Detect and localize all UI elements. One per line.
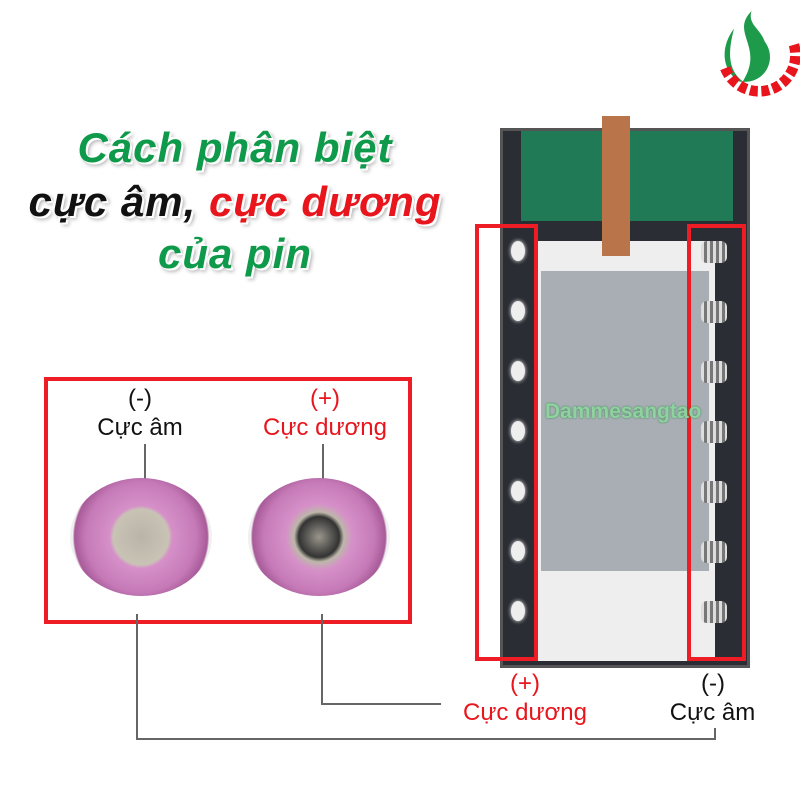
spring-contact [701, 241, 727, 263]
connector-line [714, 728, 716, 739]
connector-line [321, 703, 441, 705]
panel [541, 271, 709, 571]
connector-line [136, 738, 716, 740]
cell-pos-sign: (+) [310, 385, 340, 412]
spring-contact [701, 361, 727, 383]
title-line-2: cực âm, cực dương [0, 178, 470, 226]
flat-contact [511, 601, 525, 621]
bank-neg-sign: (-) [701, 670, 725, 697]
spring-contact [701, 601, 727, 623]
pointer-line [322, 444, 324, 487]
flat-contact [511, 541, 525, 561]
flat-contact [511, 361, 525, 381]
negative-terminal-highlight [687, 224, 746, 661]
spring-contact [701, 301, 727, 323]
positive-terminal-highlight [475, 224, 538, 661]
flat-contact [511, 241, 525, 261]
cell-neg-sign: (-) [128, 385, 152, 412]
spring-contact [701, 421, 727, 443]
flat-contact [511, 421, 525, 441]
power-bank-image [500, 116, 750, 668]
spring-contact [701, 541, 727, 563]
cell-neg-label: Cực âm [97, 414, 183, 441]
connector-line [321, 614, 323, 704]
cell-pos-label: Cực dương [263, 414, 387, 441]
connector-line [136, 614, 138, 739]
spring-contact [701, 481, 727, 503]
flat-contact [511, 301, 525, 321]
title-line-3: của pin [157, 230, 313, 277]
title-negative: cực âm, [28, 178, 197, 225]
battery-positive-end-image [248, 478, 390, 596]
pointer-line [144, 444, 146, 487]
title-line-1: Cách phân biệt [77, 124, 393, 171]
bank-pos-sign: (+) [510, 670, 540, 697]
bank-pos-label: Cực dương [463, 699, 587, 726]
watermark: Dammesangtao [545, 400, 702, 423]
title-positive: cực dương [208, 178, 442, 225]
logo-icon [720, 11, 800, 97]
battery-negative-end-image [70, 478, 212, 596]
copper-strip [602, 116, 630, 256]
bank-neg-label: Cực âm [669, 699, 756, 726]
flat-contact [511, 481, 525, 501]
cell-comparison-box [44, 377, 412, 624]
